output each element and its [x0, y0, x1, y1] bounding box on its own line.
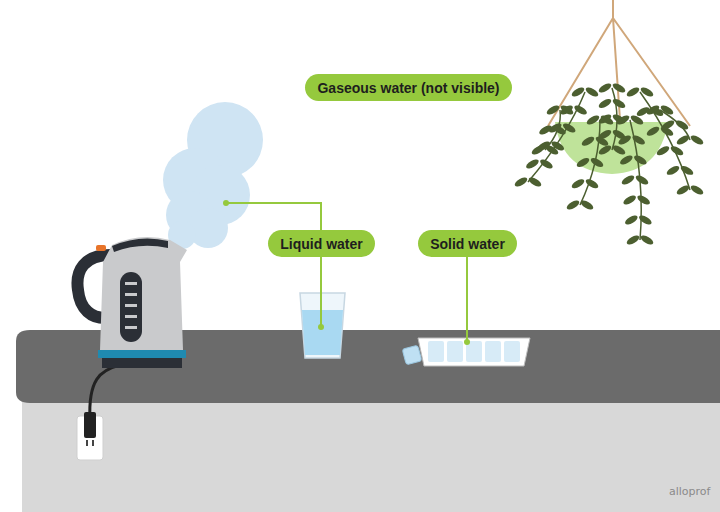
ice-tray [418, 338, 530, 366]
label-text: Liquid water [280, 236, 362, 252]
water-in-glass [302, 310, 343, 355]
label-text: Gaseous water (not visible) [317, 80, 499, 96]
leader-line [226, 203, 321, 327]
label-pill: Solid water [418, 230, 517, 257]
ice-cube [402, 345, 422, 365]
power-cord [90, 365, 120, 420]
hanging-ropes [548, 0, 690, 126]
label-pill: Gaseous water (not visible) [305, 74, 512, 101]
kettle-body [100, 237, 187, 350]
glass [300, 293, 345, 358]
kettle-base [98, 350, 186, 358]
label-pill: Liquid water [268, 230, 375, 257]
plug [84, 412, 96, 438]
watermark: alloprof [669, 485, 710, 498]
plant-leaves [513, 82, 704, 247]
steam-cloud [163, 102, 263, 249]
plant-pot [555, 122, 668, 174]
leader-line [466, 256, 468, 342]
label-text: Solid water [430, 236, 505, 252]
counter-front [22, 398, 720, 512]
